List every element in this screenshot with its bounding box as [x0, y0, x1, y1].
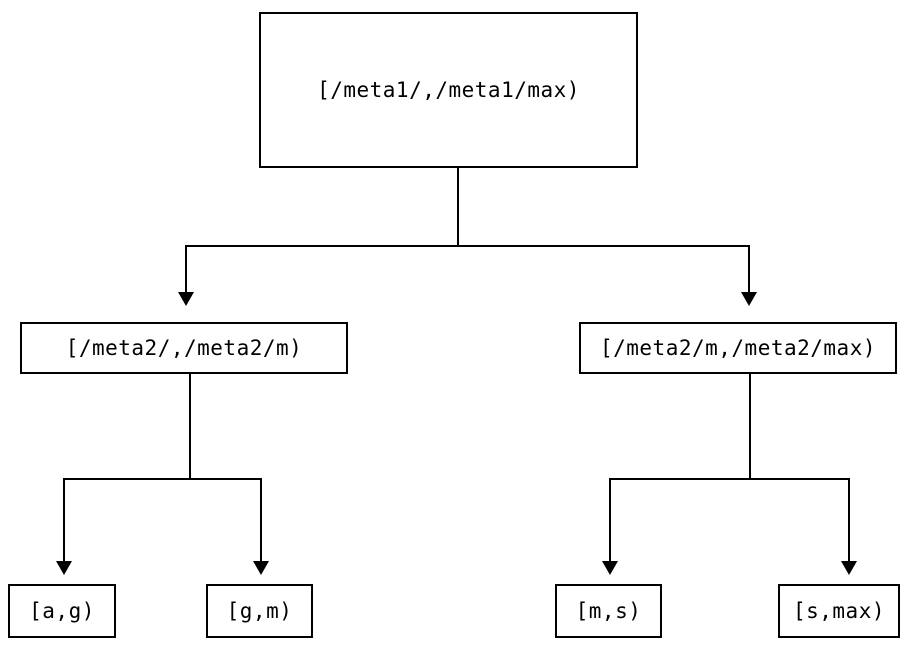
arrowhead-left-mid-to-leaf-ag	[56, 561, 72, 575]
edge-right-mid-to-leaf-ms	[609, 478, 611, 562]
node-leaf-smax[interactable]: [s,max)	[778, 584, 900, 638]
node-mid-left-label: [/meta2/,/meta2/m)	[65, 336, 303, 360]
edge-root-stem	[457, 168, 459, 246]
node-mid-left[interactable]: [/meta2/,/meta2/m)	[20, 322, 348, 374]
node-mid-right[interactable]: [/meta2/m,/meta2/max)	[579, 322, 897, 374]
edge-left-mid-to-leaf-gm	[260, 478, 262, 562]
edge-right-mid-stem	[749, 374, 751, 479]
node-root[interactable]: [/meta1/,/meta1/max)	[259, 12, 638, 168]
edge-left-mid-to-leaf-ag	[63, 478, 65, 562]
arrowhead-root-to-left-mid	[178, 292, 194, 306]
node-leaf-gm[interactable]: [g,m)	[206, 584, 313, 638]
node-leaf-smax-label: [s,max)	[792, 599, 885, 623]
arrowhead-right-mid-to-leaf-ms	[602, 561, 618, 575]
node-leaf-gm-label: [g,m)	[226, 599, 293, 623]
edge-right-mid-to-leaf-smax	[848, 478, 850, 562]
edge-left-mid-stem	[189, 374, 191, 479]
edge-root-to-left-mid	[185, 245, 187, 293]
node-leaf-ms[interactable]: [m,s)	[555, 584, 662, 638]
edge-root-to-right-mid	[748, 245, 750, 293]
node-root-label: [/meta1/,/meta1/max)	[317, 78, 580, 102]
arrowhead-root-to-right-mid	[741, 292, 757, 306]
arrowhead-right-mid-to-leaf-smax	[841, 561, 857, 575]
edge-left-mid-crossbar	[63, 478, 262, 480]
node-leaf-ag[interactable]: [a,g)	[8, 584, 116, 638]
node-leaf-ms-label: [m,s)	[575, 599, 642, 623]
edge-root-crossbar	[185, 245, 750, 247]
node-leaf-ag-label: [a,g)	[29, 599, 95, 623]
edge-right-mid-crossbar	[609, 478, 850, 480]
arrowhead-left-mid-to-leaf-gm	[253, 561, 269, 575]
node-mid-right-label: [/meta2/m,/meta2/max)	[599, 336, 876, 360]
